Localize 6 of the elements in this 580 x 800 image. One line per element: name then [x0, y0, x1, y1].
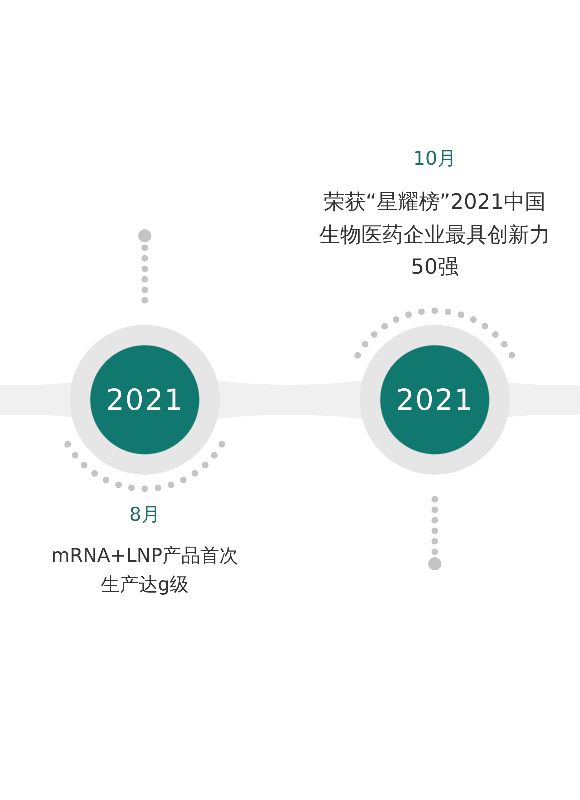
milestone-text: mRNA+LNP产品首次生产达g级: [50, 544, 240, 598]
year-label: 2021: [106, 383, 184, 417]
year-label: 2021: [396, 383, 474, 417]
month-label: 8月: [128, 503, 162, 528]
milestone-text: 荣获“星耀榜”2021中国生物医药企业最具创新力50强: [318, 189, 552, 282]
month-label: 10月: [412, 147, 458, 172]
